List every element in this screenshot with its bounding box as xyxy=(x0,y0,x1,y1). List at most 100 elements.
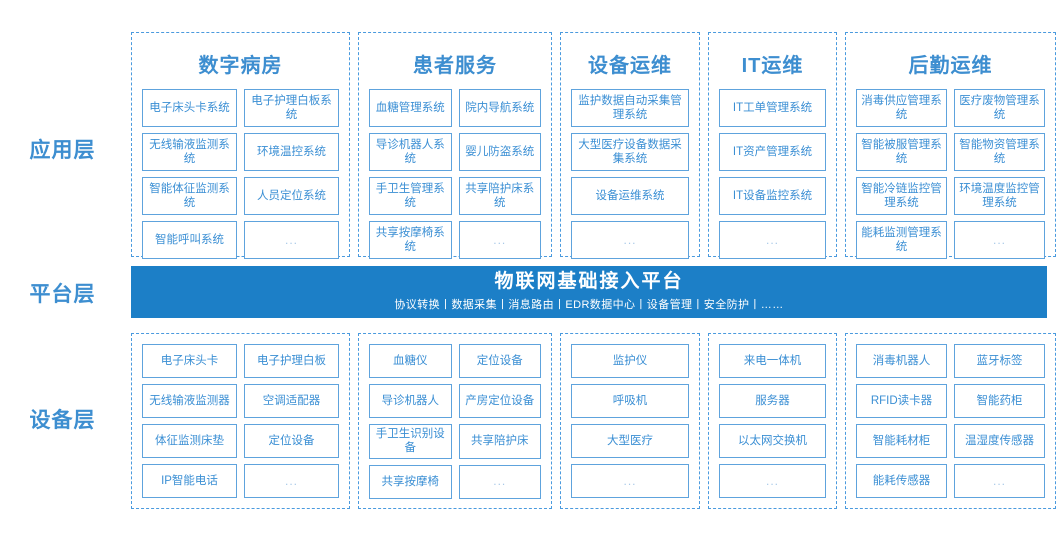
device-item[interactable]: 空调适配器 xyxy=(244,384,339,418)
device-item[interactable]: 无线输液监测器 xyxy=(142,384,237,418)
app-item[interactable]: 大型医疗设备数据采集系统 xyxy=(571,133,689,171)
app-column-title: 数字病房 xyxy=(198,55,283,77)
device-item[interactable]: 蓝牙标签 xyxy=(954,344,1045,378)
device-column-patient-service: 血糖仪 定位设备 导诊机器人 产房定位设备 手卫生识别设备 共享陪护床 共享按摩… xyxy=(358,333,552,509)
device-column-items: 来电一体机 服务器 以太网交换机 ... xyxy=(709,344,836,508)
device-item[interactable]: 导诊机器人 xyxy=(369,384,452,418)
device-item[interactable]: 服务器 xyxy=(719,384,826,418)
app-item[interactable]: 智能体征监测系统 xyxy=(142,177,237,215)
device-item[interactable]: 手卫生识别设备 xyxy=(369,424,452,459)
app-column-logistics-ops: 后勤运维 消毒供应管理系统 医疗废物管理系统 智能被服管理系统 智能物资管理系统… xyxy=(845,32,1056,259)
app-item[interactable]: 智能冷链监控管理系统 xyxy=(856,177,947,215)
app-item-more[interactable]: ... xyxy=(719,221,826,259)
application-layer-row: 数字病房 电子床头卡系统 电子护理白板系统 无线输液监测系统 环境温控系统 智能… xyxy=(131,32,1056,259)
device-item[interactable]: 血糖仪 xyxy=(369,344,452,378)
device-item[interactable]: 监护仪 xyxy=(571,344,689,378)
device-item[interactable]: 电子床头卡 xyxy=(142,344,237,378)
platform-title: 物联网基础接入平台 xyxy=(494,270,684,292)
device-item[interactable]: RFID读卡器 xyxy=(856,384,947,418)
device-column-digital-ward: 电子床头卡 电子护理白板 无线输液监测器 空调适配器 体征监测床垫 定位设备 I… xyxy=(131,333,350,509)
device-item[interactable]: 以太网交换机 xyxy=(719,424,826,458)
device-column-items-wrap: 监护仪 呼吸机 大型医疗 ... xyxy=(561,334,699,508)
device-column-device-ops: 监护仪 呼吸机 大型医疗 ... xyxy=(560,333,700,509)
app-item-more[interactable]: ... xyxy=(954,221,1045,259)
device-item-more[interactable]: ... xyxy=(244,464,339,498)
app-column-items: 电子床头卡系统 电子护理白板系统 无线输液监测系统 环境温控系统 智能体征监测系… xyxy=(132,89,349,269)
app-item[interactable]: IT工单管理系统 xyxy=(719,89,826,127)
app-item[interactable]: IT资产管理系统 xyxy=(719,133,826,171)
device-item[interactable]: 大型医疗 xyxy=(571,424,689,458)
app-item-more[interactable]: ... xyxy=(571,221,689,259)
device-item[interactable]: 消毒机器人 xyxy=(856,344,947,378)
layer-label-device: 设备层 xyxy=(29,409,96,432)
app-column-items: 监护数据自动采集管理系统 大型医疗设备数据采集系统 设备运维系统 ... xyxy=(561,89,699,269)
app-item[interactable]: 手卫生管理系统 xyxy=(369,177,452,215)
app-column-device-ops: 设备运维 监护数据自动采集管理系统 大型医疗设备数据采集系统 设备运维系统 ..… xyxy=(560,32,700,259)
app-item[interactable]: 电子床头卡系统 xyxy=(142,89,237,127)
device-item[interactable]: 智能药柜 xyxy=(954,384,1045,418)
app-column-title: IT运维 xyxy=(741,55,804,77)
platform-capabilities: 协议转换丨数据采集丨消息路由丨EDR数据中心丨设备管理丨安全防护丨…… xyxy=(394,299,784,312)
device-item-more[interactable]: ... xyxy=(458,464,541,499)
app-item[interactable]: 智能被服管理系统 xyxy=(856,133,947,171)
app-item[interactable]: 环境温控系统 xyxy=(244,133,339,171)
device-column-it-ops: 来电一体机 服务器 以太网交换机 ... xyxy=(708,333,837,509)
app-item[interactable]: 血糖管理系统 xyxy=(369,89,452,127)
device-item[interactable]: 智能耗材柜 xyxy=(856,424,947,458)
app-column-patient-service: 患者服务 血糖管理系统 院内导航系统 导诊机器人系统 婴儿防盗系统 手卫生管理系… xyxy=(358,32,552,259)
app-item[interactable]: 消毒供应管理系统 xyxy=(856,89,947,127)
app-item[interactable]: 智能呼叫系统 xyxy=(142,221,237,259)
device-item[interactable]: 电子护理白板 xyxy=(244,344,339,378)
app-item[interactable]: 无线输液监测系统 xyxy=(142,133,237,171)
app-item[interactable]: 设备运维系统 xyxy=(571,177,689,215)
device-item-more[interactable]: ... xyxy=(571,464,689,498)
app-item[interactable]: 导诊机器人系统 xyxy=(369,133,452,171)
app-column-it-ops: IT运维 IT工单管理系统 IT资产管理系统 IT设备监控系统 ... xyxy=(708,32,837,259)
device-item[interactable]: 体征监测床垫 xyxy=(142,424,237,458)
device-item[interactable]: IP智能电话 xyxy=(142,464,237,498)
app-column-items: 消毒供应管理系统 医疗废物管理系统 智能被服管理系统 智能物资管理系统 智能冷链… xyxy=(846,89,1055,269)
layer-label-platform: 平台层 xyxy=(29,283,96,306)
device-column-logistics-ops: 消毒机器人 蓝牙标签 RFID读卡器 智能药柜 智能耗材柜 温湿度传感器 能耗传… xyxy=(845,333,1056,509)
device-column-items: 监护仪 呼吸机 大型医疗 ... xyxy=(561,344,699,508)
platform-layer-bar: 物联网基础接入平台 协议转换丨数据采集丨消息路由丨EDR数据中心丨设备管理丨安全… xyxy=(131,266,1047,318)
device-column-items-wrap: 电子床头卡 电子护理白板 无线输液监测器 空调适配器 体征监测床垫 定位设备 I… xyxy=(132,334,349,508)
app-item[interactable]: 医疗废物管理系统 xyxy=(954,89,1045,127)
device-item[interactable]: 呼吸机 xyxy=(571,384,689,418)
app-item[interactable]: 共享陪护床系统 xyxy=(458,177,541,215)
app-item[interactable]: 共享按摩椅系统 xyxy=(369,221,452,259)
device-item[interactable]: 来电一体机 xyxy=(719,344,826,378)
device-item-more[interactable]: ... xyxy=(719,464,826,498)
layer-label-application: 应用层 xyxy=(29,139,96,162)
app-column-items: IT工单管理系统 IT资产管理系统 IT设备监控系统 ... xyxy=(709,89,836,269)
device-item[interactable]: 共享按摩椅 xyxy=(369,464,452,499)
app-item[interactable]: 智能物资管理系统 xyxy=(954,133,1045,171)
app-item[interactable]: 监护数据自动采集管理系统 xyxy=(571,89,689,127)
device-column-items-wrap: 血糖仪 定位设备 导诊机器人 产房定位设备 手卫生识别设备 共享陪护床 共享按摩… xyxy=(359,334,551,509)
device-item[interactable]: 能耗传感器 xyxy=(856,464,947,498)
device-item[interactable]: 定位设备 xyxy=(244,424,339,458)
app-item[interactable]: 婴儿防盗系统 xyxy=(458,133,541,171)
device-column-items: 电子床头卡 电子护理白板 无线输液监测器 空调适配器 体征监测床垫 定位设备 I… xyxy=(132,344,349,508)
app-item[interactable]: 院内导航系统 xyxy=(458,89,541,127)
app-item[interactable]: 电子护理白板系统 xyxy=(244,89,339,127)
app-item[interactable]: 能耗监测管理系统 xyxy=(856,221,947,259)
app-item-more[interactable]: ... xyxy=(458,221,541,259)
app-column-title: 设备运维 xyxy=(588,55,672,77)
device-item[interactable]: 共享陪护床 xyxy=(458,424,541,459)
device-column-items-wrap: 来电一体机 服务器 以太网交换机 ... xyxy=(709,334,836,508)
app-column-digital-ward: 数字病房 电子床头卡系统 电子护理白板系统 无线输液监测系统 环境温控系统 智能… xyxy=(131,32,350,259)
device-item[interactable]: 产房定位设备 xyxy=(458,384,541,418)
device-column-items-wrap: 消毒机器人 蓝牙标签 RFID读卡器 智能药柜 智能耗材柜 温湿度传感器 能耗传… xyxy=(846,334,1055,508)
device-layer-row: 电子床头卡 电子护理白板 无线输液监测器 空调适配器 体征监测床垫 定位设备 I… xyxy=(131,333,1056,509)
device-item[interactable]: 温湿度传感器 xyxy=(954,424,1045,458)
device-item[interactable]: 定位设备 xyxy=(458,344,541,378)
device-item-more[interactable]: ... xyxy=(954,464,1045,498)
app-column-title: 患者服务 xyxy=(413,55,497,77)
app-column-title: 后勤运维 xyxy=(908,55,993,77)
app-item[interactable]: IT设备监控系统 xyxy=(719,177,826,215)
app-item[interactable]: 环境温度监控管理系统 xyxy=(954,177,1045,215)
app-item-more[interactable]: ... xyxy=(244,221,339,259)
app-item[interactable]: 人员定位系统 xyxy=(244,177,339,215)
